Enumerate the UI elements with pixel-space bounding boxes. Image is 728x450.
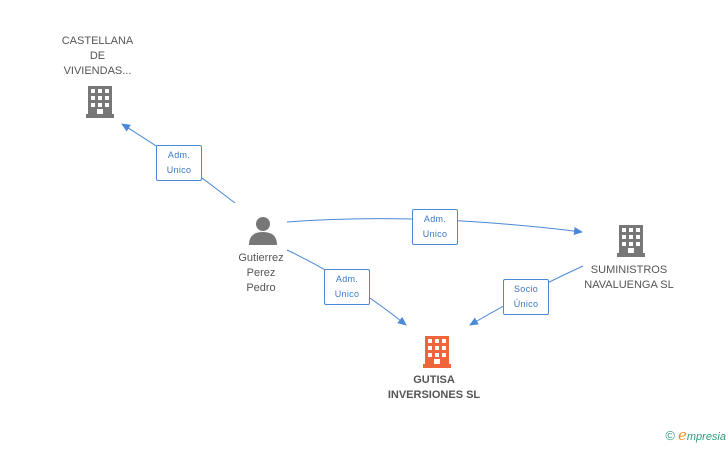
node-label-person[interactable]: Gutierrez Perez Pedro [238, 252, 284, 294]
footer-brand: © empresia [665, 426, 726, 444]
brand-logo: empresia [678, 426, 726, 444]
brand-logo-e: e [677, 426, 687, 444]
node-label-suministros[interactable]: SUMINISTROS NAVALUENGA SL [584, 264, 674, 291]
node-label-castellana[interactable]: CASTELLANA DE VIVIENDAS... [61, 35, 134, 77]
copyright-symbol: © [665, 427, 675, 443]
building-icon[interactable] [86, 86, 114, 118]
building-icon[interactable] [617, 225, 645, 257]
relation-label-person-gutisa: Adm. Unico [324, 269, 370, 305]
building-icon[interactable] [423, 336, 451, 368]
person-icon[interactable] [249, 217, 277, 245]
relation-label-person-castellana: Adm. Unico [156, 145, 202, 181]
relation-label-suministros-gutisa: Socio Único [503, 279, 549, 315]
brand-logo-text: mpresia [686, 431, 726, 443]
relation-label-person-suministros: Adm. Unico [412, 209, 458, 245]
node-label-gutisa[interactable]: GUTISA INVERSIONES SL [387, 374, 481, 401]
